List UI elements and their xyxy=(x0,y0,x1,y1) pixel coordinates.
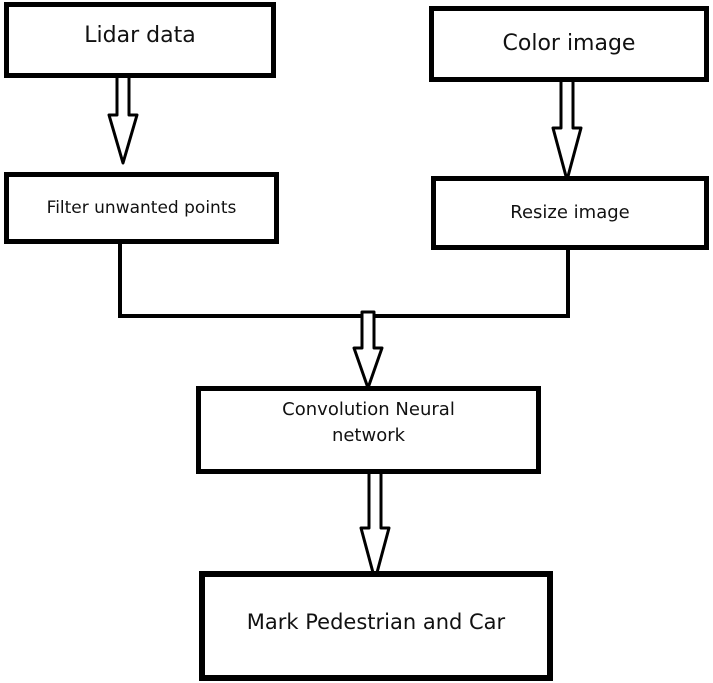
color-image-box: Color image xyxy=(429,6,709,82)
resize-image-box: Resize image xyxy=(431,176,709,250)
filter-points-label: Filter unwanted points xyxy=(46,197,237,218)
lidar-data-label: Lidar data xyxy=(84,23,196,49)
color-image-label: Color image xyxy=(502,31,636,57)
cnn-label-line2: network xyxy=(331,425,406,447)
cnn-box: Convolution Neural network xyxy=(196,386,541,474)
filter-points-box: Filter unwanted points xyxy=(4,172,279,244)
cnn-label-line1: Convolution Neural xyxy=(282,399,455,420)
arrow-lidar-to-filter xyxy=(107,73,139,165)
mark-pedestrian-car-label: Mark Pedestrian and Car xyxy=(246,609,506,634)
lidar-data-box: Lidar data xyxy=(4,2,276,78)
resize-image-label: Resize image xyxy=(510,201,630,223)
arrow-color-to-resize xyxy=(551,78,583,182)
mark-pedestrian-car-box: Mark Pedestrian and Car xyxy=(199,571,553,681)
merge-connector xyxy=(118,243,570,318)
arrow-cnn-to-mark xyxy=(359,468,391,582)
arrow-merge-to-cnn xyxy=(352,310,384,390)
